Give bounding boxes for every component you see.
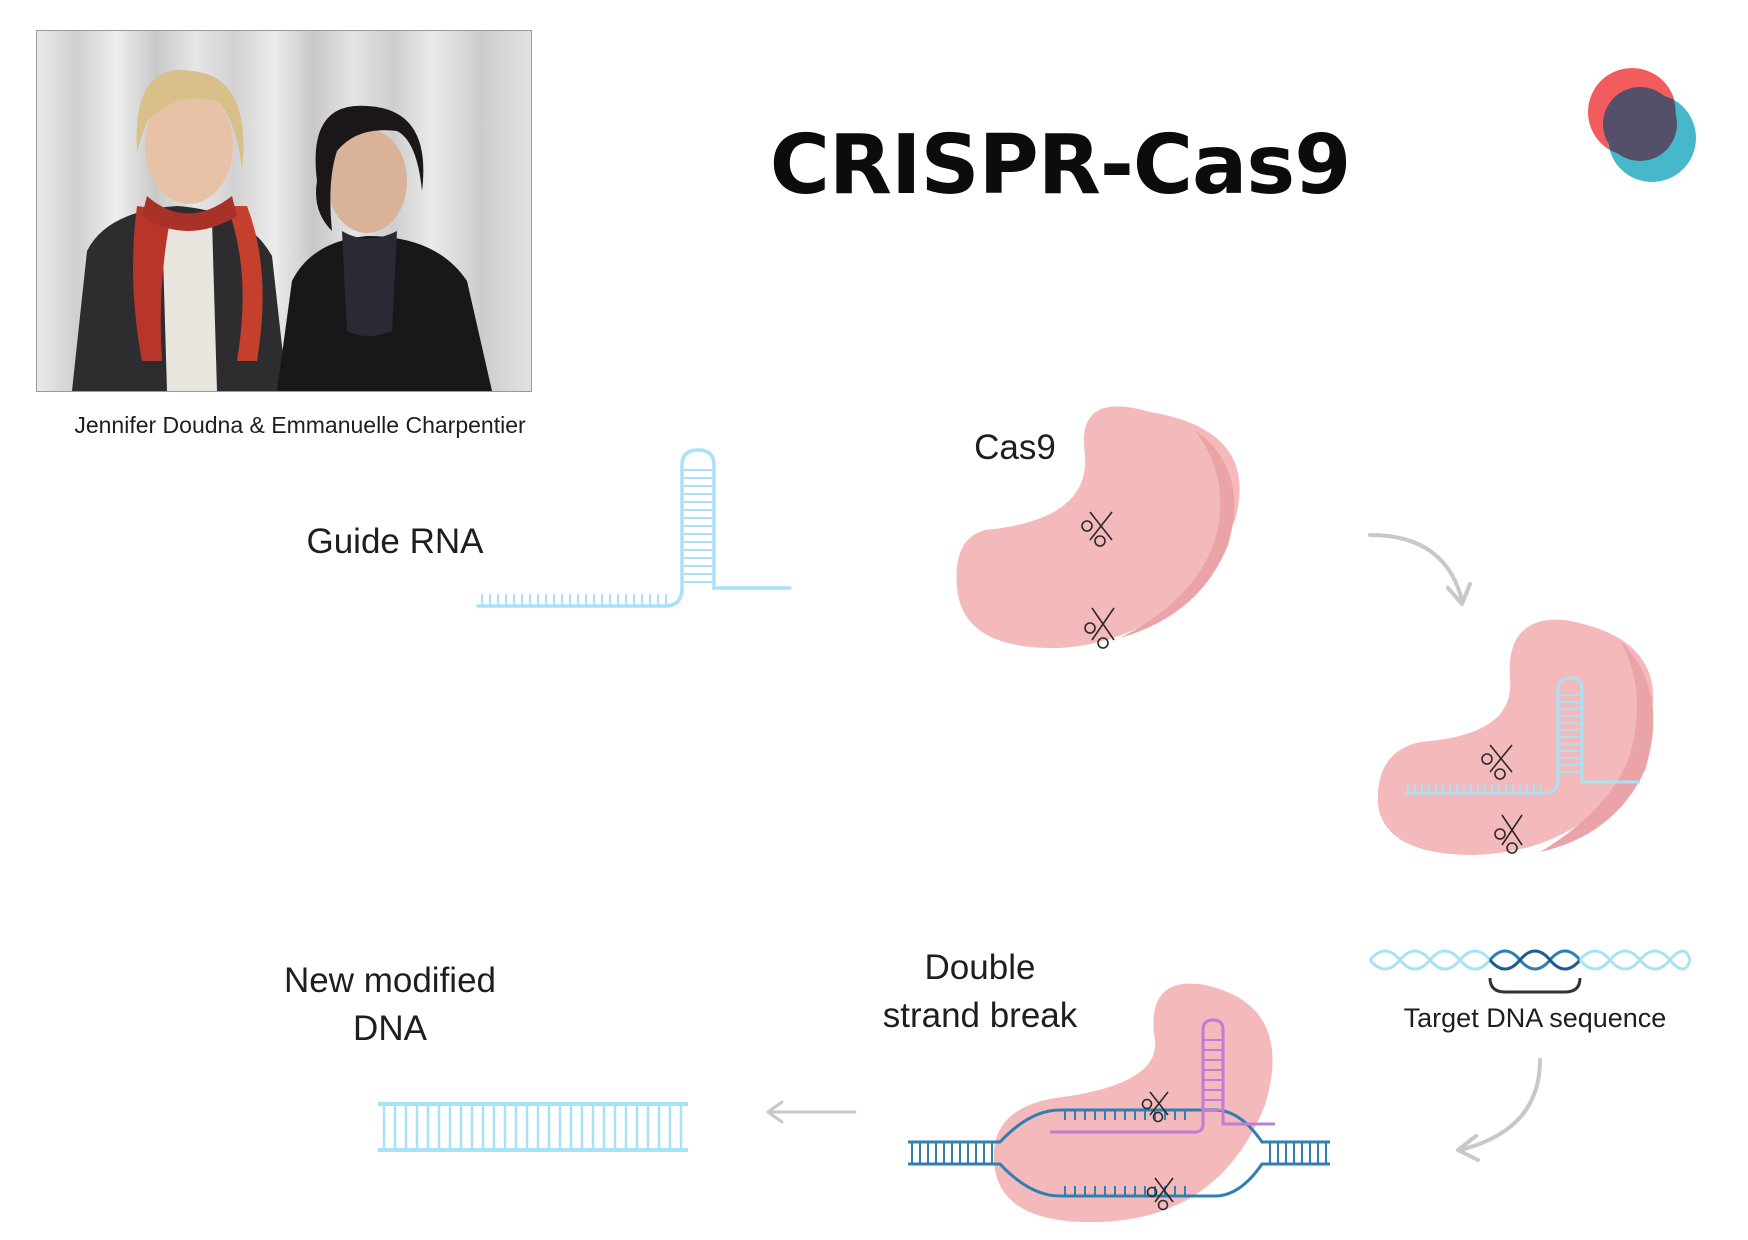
label-new-dna-2: DNA bbox=[353, 1009, 427, 1048]
photo-caption: Jennifer Doudna & Emmanuelle Charpentier bbox=[74, 412, 526, 438]
brand-logo bbox=[1588, 68, 1696, 182]
arrow-curve-2 bbox=[1458, 1058, 1542, 1152]
label-guide-rna: Guide RNA bbox=[306, 522, 484, 561]
label-double-strand-break-1: Double bbox=[924, 948, 1036, 987]
new-dna-ladder bbox=[378, 1102, 688, 1152]
scientists-photo bbox=[36, 30, 532, 392]
scissors-icon bbox=[1146, 1177, 1174, 1211]
arrow-curve-1 bbox=[1368, 533, 1464, 602]
target-dna-helix bbox=[1368, 949, 1692, 994]
scissors-icon bbox=[1084, 607, 1115, 649]
label-new-dna-1: New modified bbox=[283, 961, 497, 1000]
guide-rna-graphic bbox=[476, 448, 792, 608]
scissors-icon bbox=[1081, 511, 1113, 547]
label-target-dna: Target DNA sequence bbox=[1403, 1003, 1667, 1033]
page-title: CRISPR-Cas9 bbox=[769, 118, 1352, 213]
scissors-icon bbox=[1481, 744, 1513, 780]
double-strand-break-graphic bbox=[908, 983, 1330, 1223]
scientists-illustration bbox=[72, 70, 492, 391]
scissors-icon bbox=[1141, 1091, 1169, 1123]
cas9-protein-graphic bbox=[956, 406, 1240, 649]
label-double-strand-break-2: strand break bbox=[882, 996, 1078, 1035]
arrow-left bbox=[766, 1100, 857, 1124]
label-cas9: Cas9 bbox=[974, 428, 1056, 467]
cas9-guide-complex bbox=[1377, 619, 1654, 855]
scissors-icon bbox=[1494, 814, 1523, 854]
